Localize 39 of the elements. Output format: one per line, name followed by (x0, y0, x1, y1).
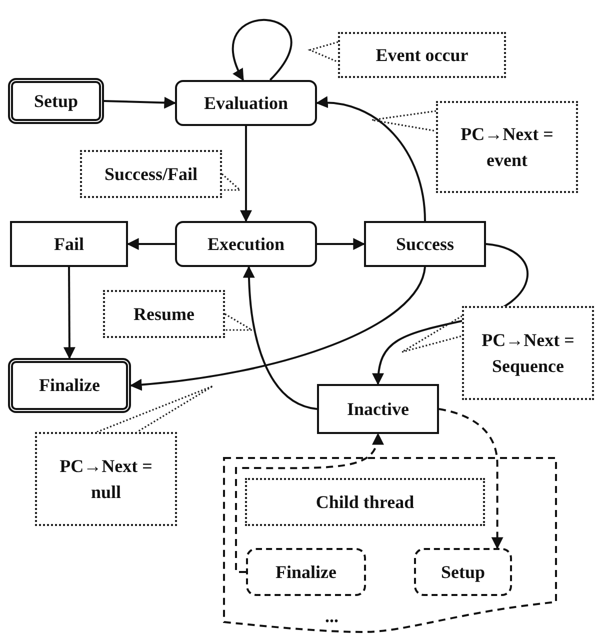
arrow (126, 238, 175, 250)
state-label: Inactive (347, 398, 409, 420)
state-box (10, 221, 128, 267)
state-label: Setup (440, 562, 485, 582)
state-label: Evaluation (204, 92, 288, 114)
thread-box (245, 478, 485, 526)
terminal-box (8, 78, 104, 124)
arrow (316, 96, 426, 222)
state-box (246, 548, 366, 596)
callout-label: PC→Next = event (436, 101, 578, 193)
state-box (175, 80, 317, 126)
state-box (175, 221, 317, 267)
arrow (317, 238, 366, 250)
arrow (240, 126, 252, 222)
arrow (63, 267, 76, 360)
callout-label: Event occur (338, 32, 506, 78)
state-box (317, 384, 439, 434)
arrow (243, 266, 318, 410)
arrow (232, 19, 292, 82)
callout-label: PC→Next = Sequence (462, 306, 594, 400)
terminal-box (8, 358, 131, 413)
callout-label: PC→Next = null (35, 432, 177, 526)
state-label: Fail (54, 234, 84, 254)
state-label: Child thread (316, 492, 414, 512)
callout-label: Resume (103, 290, 225, 338)
callout-label: Success/Fail (80, 150, 222, 198)
state-label: Finalize (276, 562, 336, 582)
arrow (235, 432, 383, 573)
state-box (414, 548, 512, 596)
ellipsis-text: ... (325, 606, 338, 627)
state-label: Finalize (39, 375, 100, 396)
state-box (364, 221, 486, 267)
arrow (372, 243, 528, 386)
state-label: Execution (207, 234, 284, 254)
state-label: Success (396, 234, 454, 254)
arrow (438, 408, 504, 550)
arrow (104, 96, 176, 109)
arrow (130, 266, 426, 391)
state-label: Setup (34, 90, 78, 112)
